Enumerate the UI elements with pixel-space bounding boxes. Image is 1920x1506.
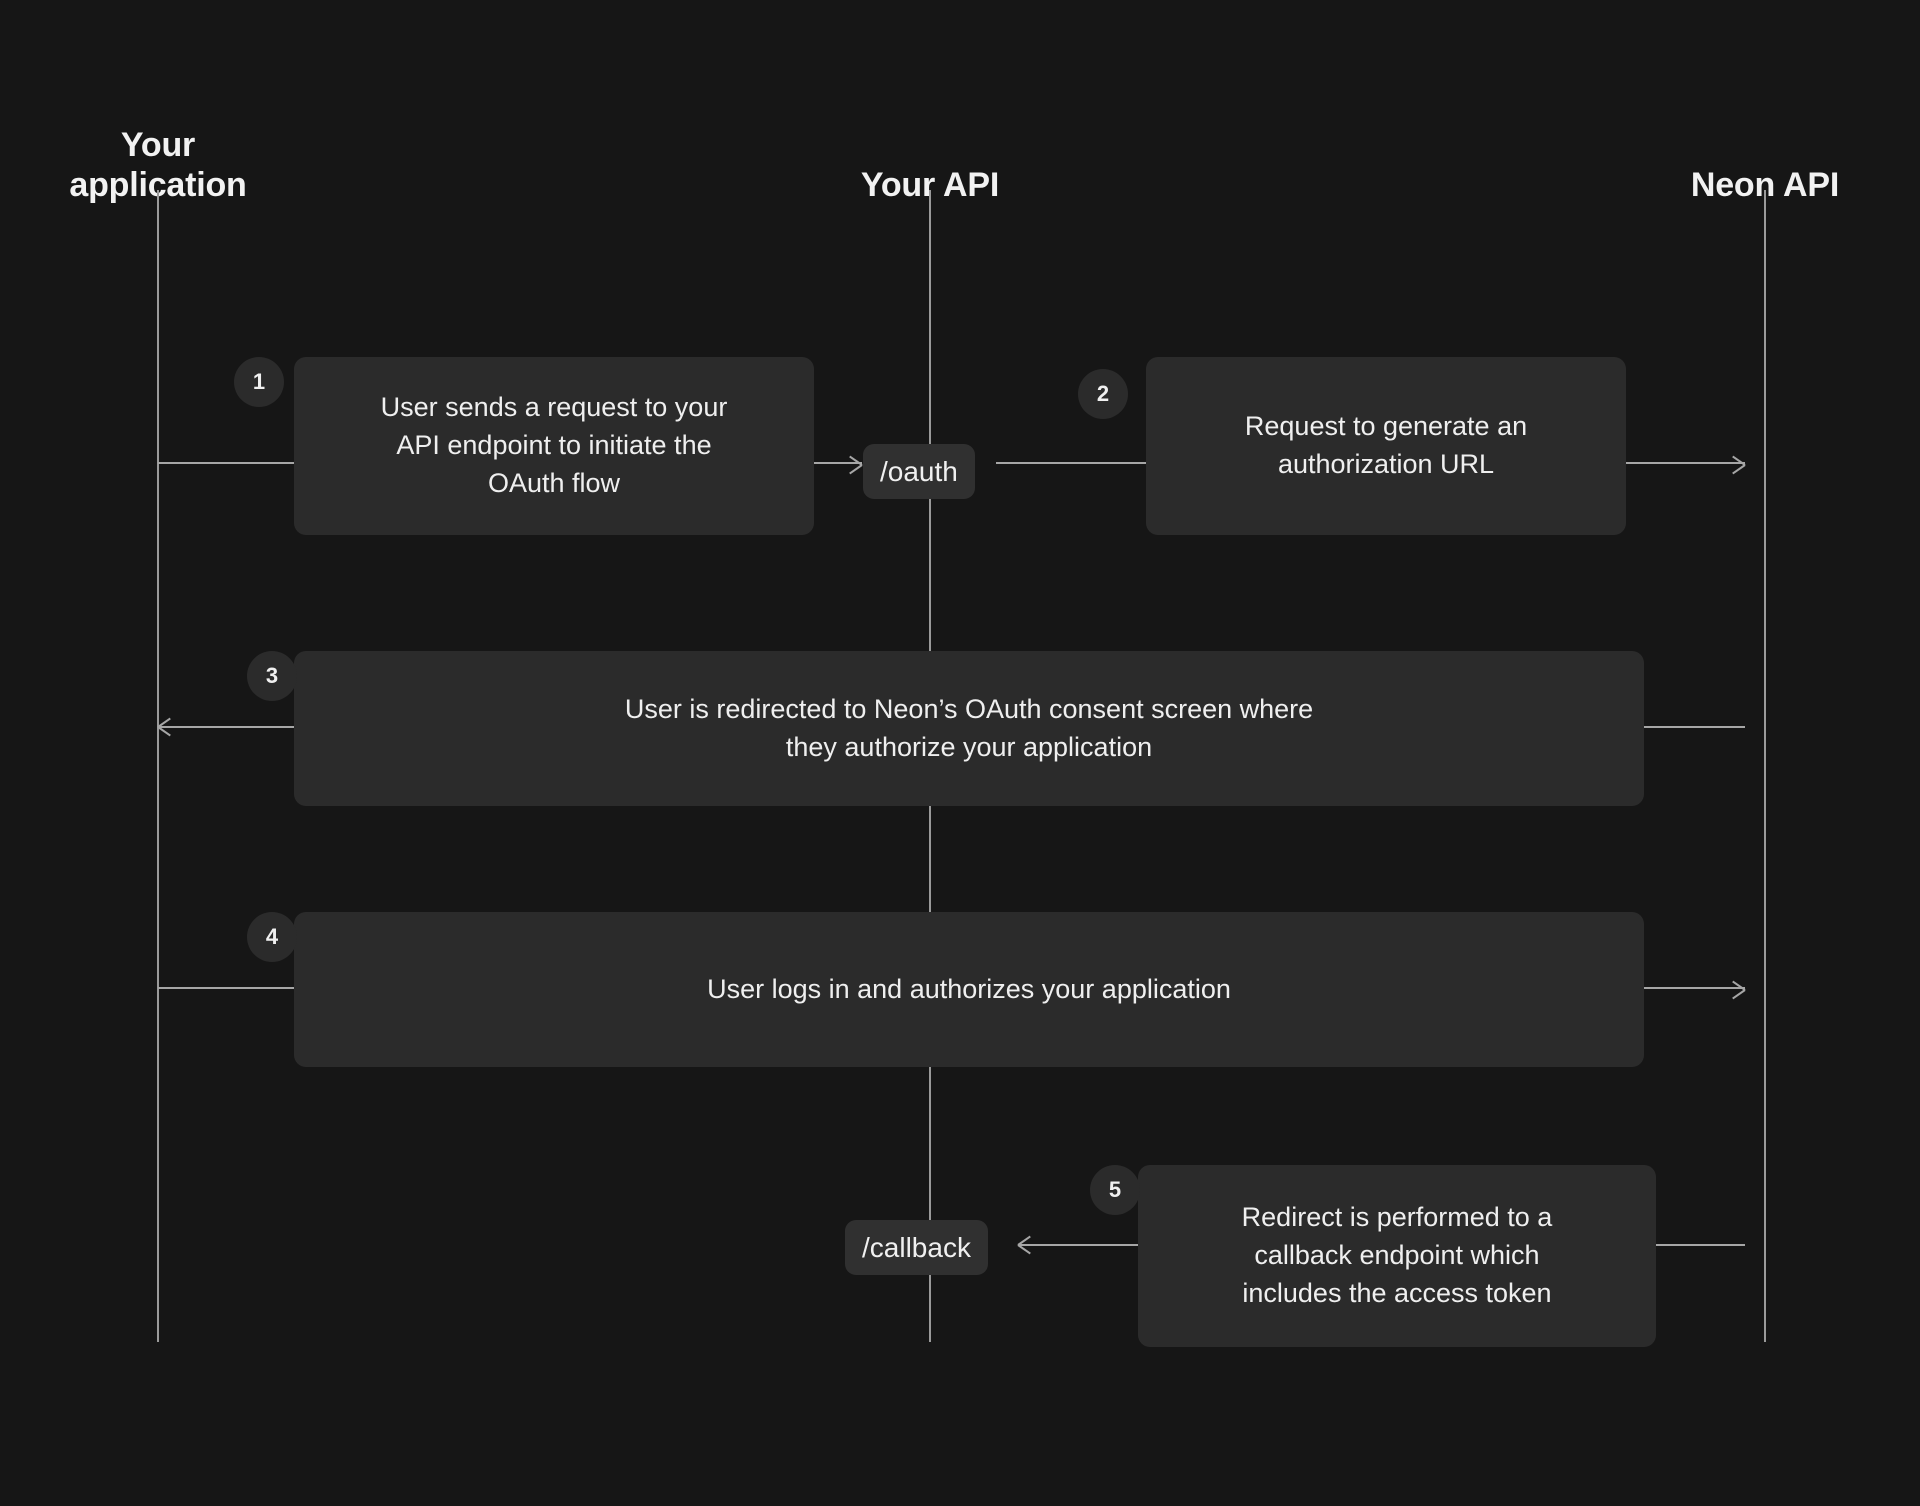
lifeline-neon-api [1764,190,1766,1342]
step-badge-3: 3 [247,651,297,701]
connector-step-5-left [1018,1244,1138,1246]
lifeline-your-application [157,190,159,1342]
message-text-step-2: Request to generate an authorization URL [1244,411,1528,479]
arrow-head-step-4 [1730,987,1745,991]
connector-step-2-right [1626,462,1745,464]
step-badge-2: 2 [1078,369,1128,419]
message-box-step-5: Redirect is performed to a callback endp… [1138,1165,1656,1347]
connector-step-2-left [996,462,1146,464]
connector-step-1-left [158,462,294,464]
message-text-step-1: User sends a request to your API endpoin… [380,392,728,498]
step-badge-5: 5 [1090,1165,1140,1215]
step-badge-4: 4 [247,912,297,962]
message-box-step-2: Request to generate an authorization URL [1146,357,1626,535]
step-badge-1: 1 [234,357,284,407]
message-box-step-1: User sends a request to your API endpoin… [294,357,814,535]
endpoint-pill-callback: /callback [845,1220,988,1275]
lifeline-header-your-api: Your API [860,166,1000,204]
connector-step-5-right [1656,1244,1745,1246]
arrow-head-step-2 [1730,462,1745,466]
message-box-step-4: User logs in and authorizes your applica… [294,912,1644,1067]
message-text-step-5: Redirect is performed to a callback endp… [1241,1202,1553,1308]
message-text-step-4: User logs in and authorizes your applica… [707,973,1231,1004]
connector-step-3-right [1644,726,1745,728]
lifeline-header-neon-api: Neon API [1690,166,1840,204]
lifeline-header-your-application: Your application [69,126,247,205]
connector-step-4-left [158,987,294,989]
arrow-head-step-1 [847,462,862,466]
connector-step-4-right [1644,987,1745,989]
endpoint-pill-oauth: /oauth [863,444,975,499]
message-box-step-3: User is redirected to Neon’s OAuth conse… [294,651,1644,806]
connector-step-1-right [814,462,862,464]
connector-step-3-left [158,726,294,728]
message-text-step-3: User is redirected to Neon’s OAuth conse… [624,693,1314,762]
